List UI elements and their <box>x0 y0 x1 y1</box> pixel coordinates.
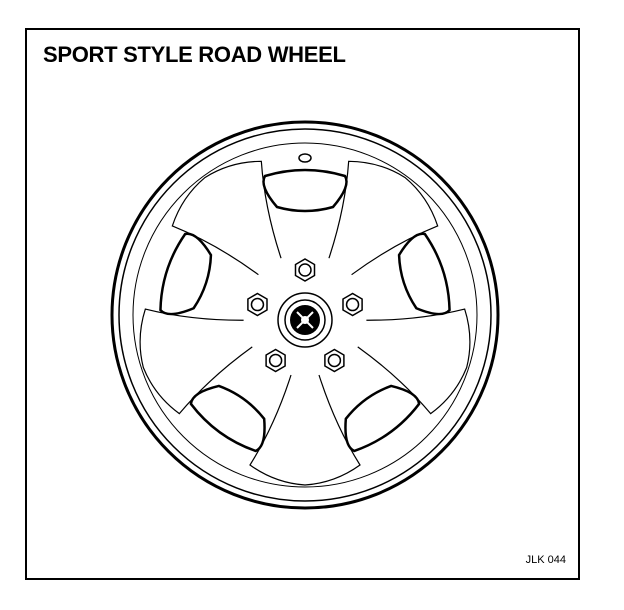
lug-nut <box>342 292 363 317</box>
wheel-face-edge <box>132 142 478 488</box>
wheel-window <box>159 232 213 316</box>
wheel-spoke <box>249 374 361 486</box>
wheel-window <box>344 384 421 453</box>
hub-cap-inner <box>284 299 326 341</box>
wheel-spoke <box>139 308 253 415</box>
wheel-spoke <box>171 160 282 276</box>
wheel-spoke <box>357 308 471 415</box>
wheel-windows <box>159 168 451 453</box>
lug-nut <box>294 258 316 282</box>
lug-nut <box>265 348 286 373</box>
wheel-spoke <box>328 160 439 276</box>
figure-reference: JLK 044 <box>525 554 566 566</box>
wheel-inner-rim <box>118 128 492 502</box>
lug-nut <box>247 292 268 317</box>
wheel-window <box>189 384 266 453</box>
lug-nuts <box>247 258 363 373</box>
leaper-emblem-icon <box>290 305 320 335</box>
figure-title: SPORT STYLE ROAD WHEEL <box>43 42 346 67</box>
valve-stem <box>298 153 312 163</box>
wheel-drawing <box>110 120 500 510</box>
wheel-window <box>397 232 451 316</box>
wheel-spokes <box>139 160 471 486</box>
wheel-outer-rim <box>110 120 500 510</box>
figure-frame: SPORT STYLE ROAD WHEEL JLK 044 <box>25 28 580 580</box>
wheel-window <box>262 168 348 213</box>
hub-cap <box>277 292 333 348</box>
lug-nut <box>324 348 345 373</box>
